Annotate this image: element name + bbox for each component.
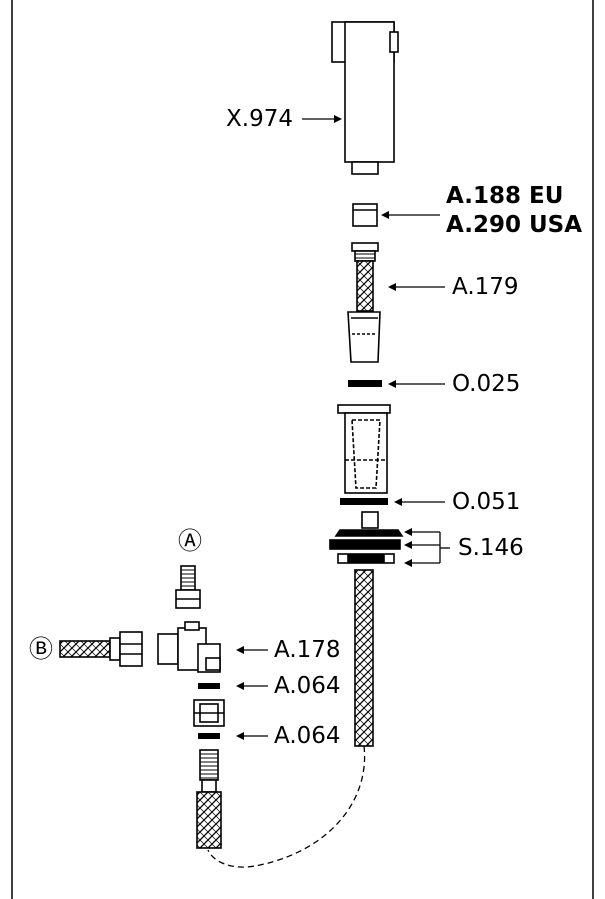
label-a290-usa: A.290 USA bbox=[446, 212, 583, 238]
label-a179: A.179 bbox=[452, 274, 519, 300]
short-hose-part bbox=[196, 749, 222, 849]
long-hose-part bbox=[354, 569, 374, 747]
part-a-connector bbox=[175, 565, 201, 609]
hose-connector-part bbox=[347, 242, 381, 363]
arrow-o025 bbox=[388, 380, 396, 388]
arrow-s146-c bbox=[404, 559, 412, 567]
label-s146: S.146 bbox=[458, 535, 524, 561]
adapter-part bbox=[352, 203, 378, 227]
label-a188-eu: A.188 EU bbox=[446, 183, 564, 209]
arrow-a188 bbox=[381, 211, 389, 219]
arrow-x974 bbox=[334, 115, 342, 123]
coupling-nut-part bbox=[193, 699, 225, 727]
handspray-part bbox=[331, 21, 399, 175]
tee-valve-part bbox=[157, 621, 221, 673]
arrow-a178 bbox=[236, 646, 244, 654]
oring-small-part bbox=[348, 380, 382, 387]
arrow-a179 bbox=[388, 283, 396, 291]
mounting-kit-part bbox=[329, 511, 404, 564]
arrow-s146-a bbox=[404, 528, 412, 536]
arrow-o051 bbox=[394, 498, 402, 506]
label-x974: X.974 bbox=[226, 106, 293, 132]
label-o025: O.025 bbox=[452, 371, 521, 397]
hose-loop-dashed bbox=[207, 745, 366, 868]
callout-a: Ⓐ bbox=[178, 527, 202, 555]
arrow-s146-b bbox=[404, 541, 412, 549]
oring-large-part bbox=[340, 498, 388, 505]
arrow-a064-1 bbox=[236, 682, 244, 690]
washer-2-part bbox=[198, 733, 220, 739]
callout-b: Ⓑ bbox=[29, 635, 53, 663]
label-a064-2: A.064 bbox=[274, 723, 341, 749]
label-o051: O.051 bbox=[452, 489, 521, 515]
label-a178: A.178 bbox=[274, 637, 341, 663]
arrow-a064-2 bbox=[236, 732, 244, 740]
label-a064-1: A.064 bbox=[274, 673, 341, 699]
part-b-connector bbox=[59, 631, 143, 667]
washer-1-part bbox=[198, 683, 220, 689]
leader-s146 bbox=[408, 531, 450, 564]
body-part bbox=[337, 404, 391, 494]
